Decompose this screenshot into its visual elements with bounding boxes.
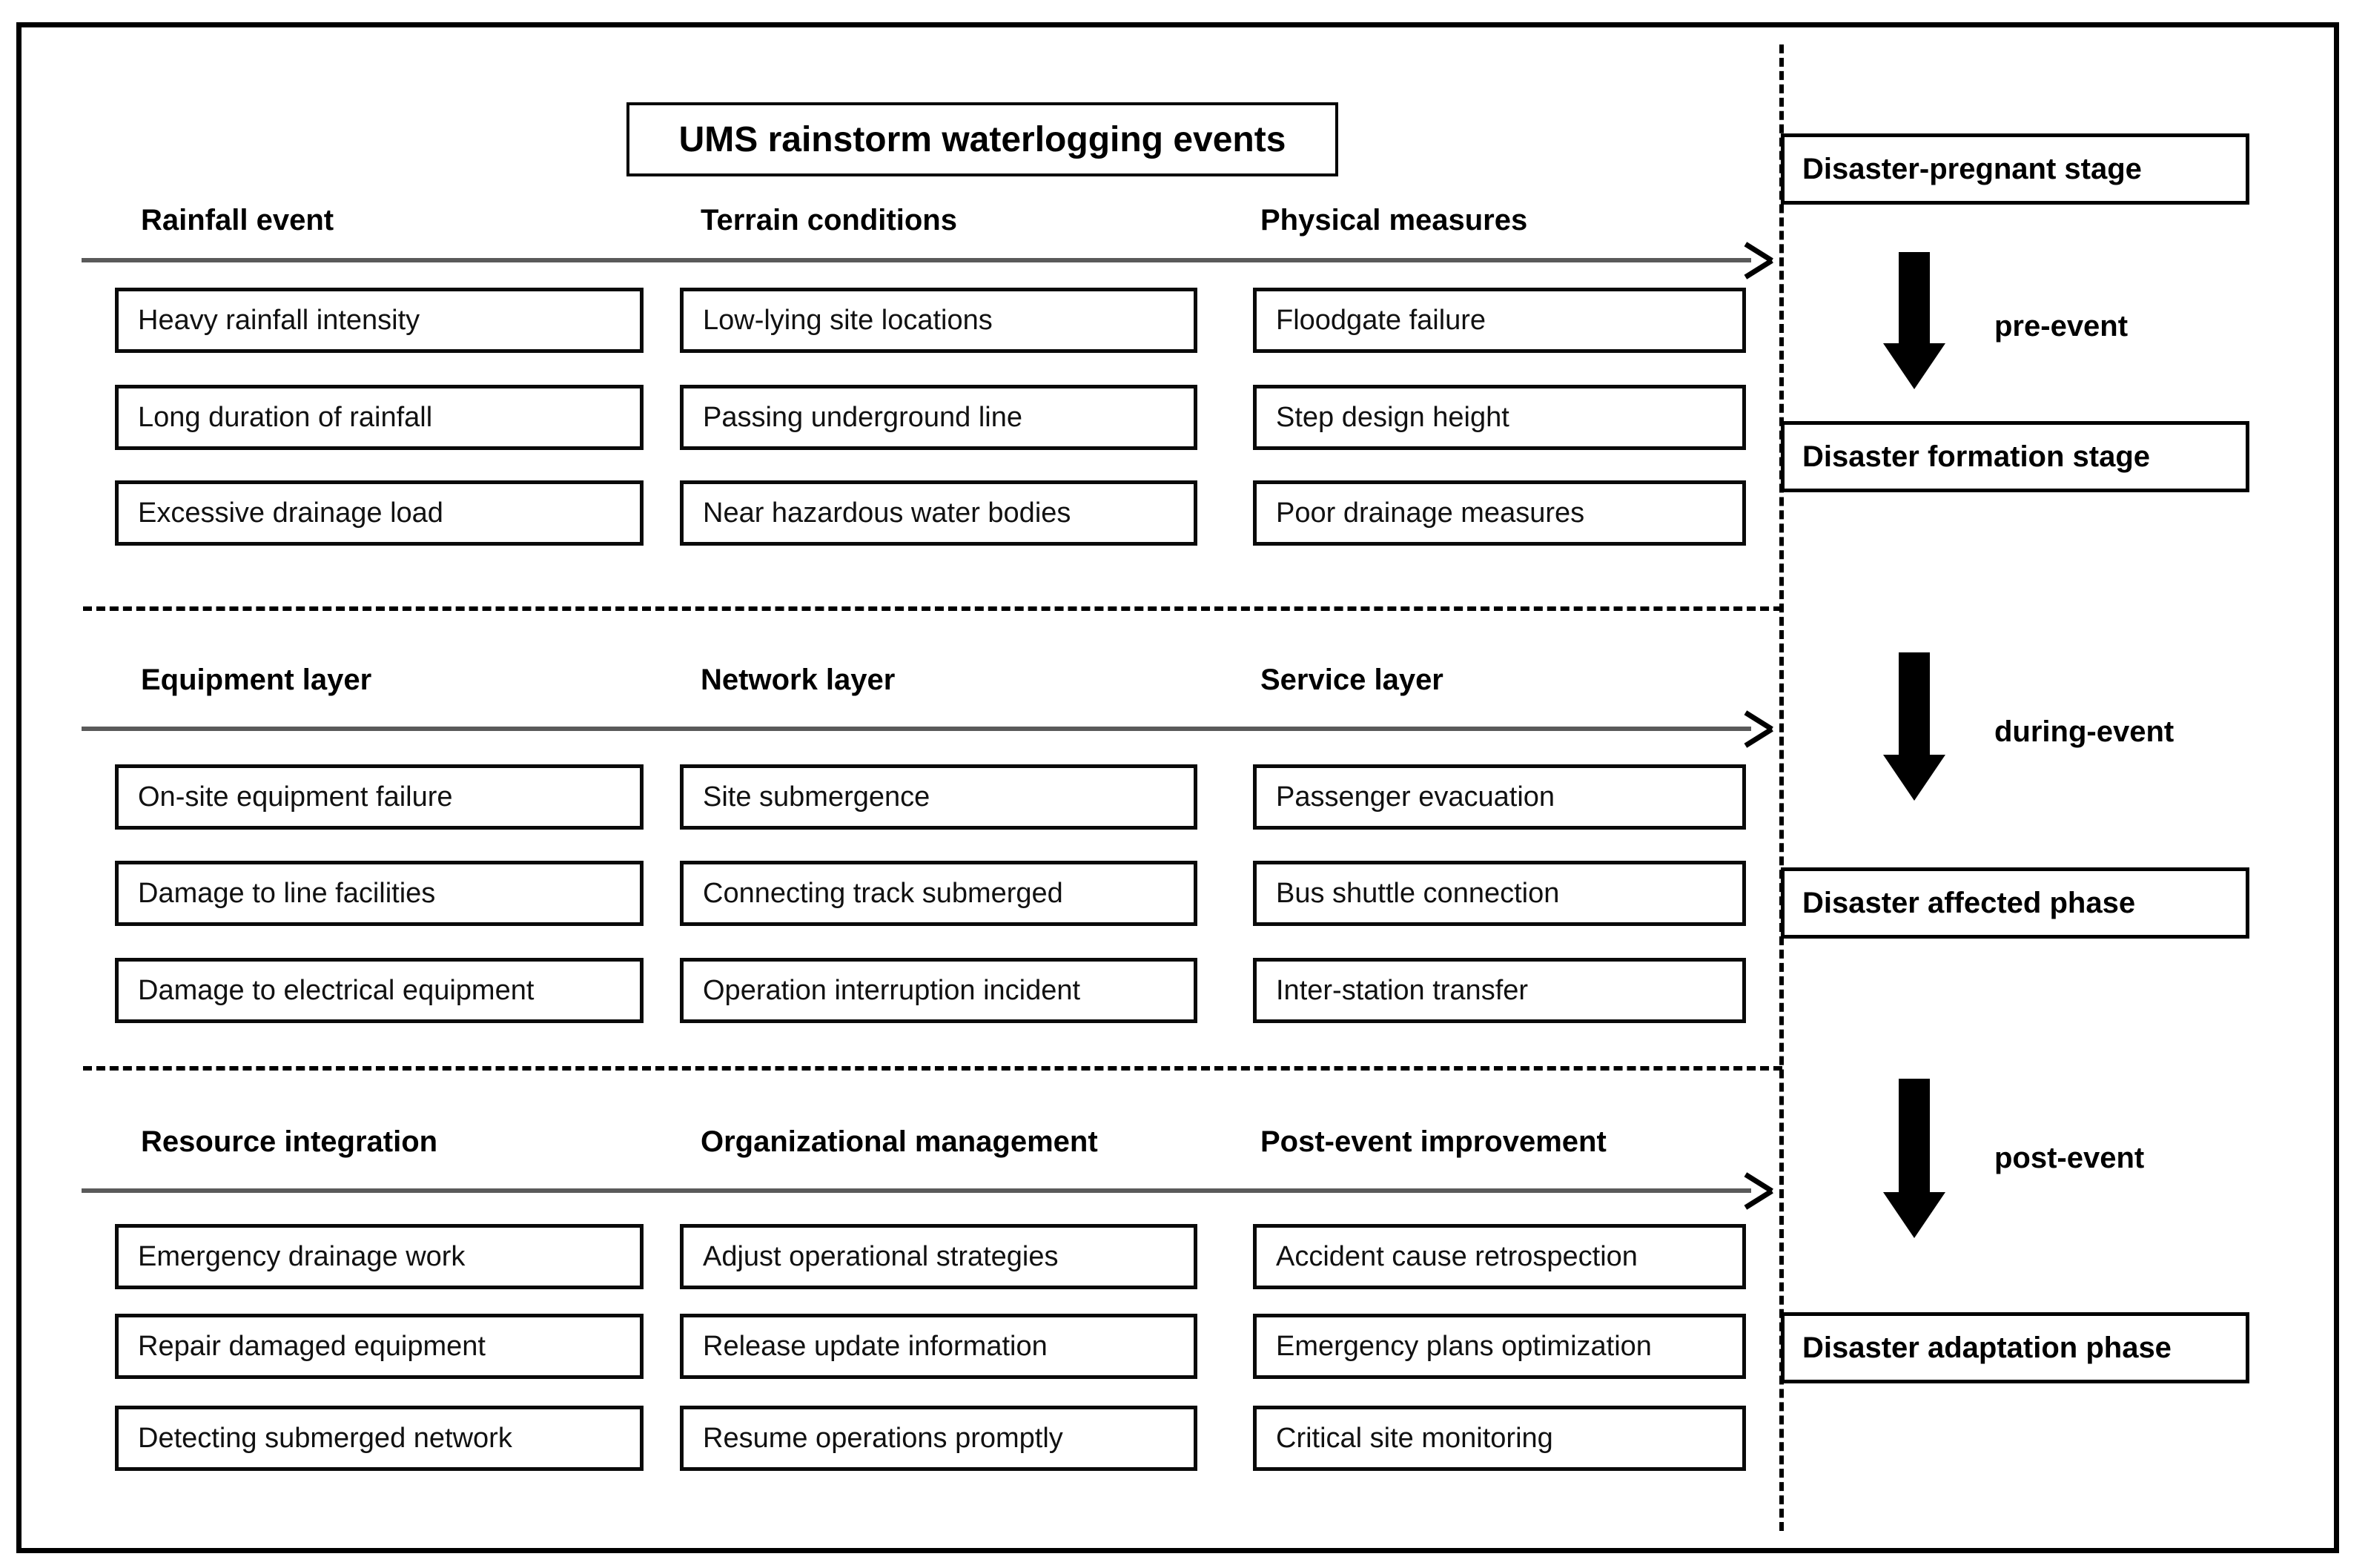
stage-box-disaster-adaptation[interactable]: Disaster adaptation phase <box>1781 1312 2249 1383</box>
item-label: Heavy rainfall intensity <box>138 304 420 336</box>
item-box[interactable]: Heavy rainfall intensity <box>115 288 644 353</box>
item-label: Damage to electrical equipment <box>138 974 535 1006</box>
item-label: Accident cause retrospection <box>1276 1240 1638 1272</box>
column-header-organizational-management: Organizational management <box>701 1125 1098 1158</box>
item-label: On-site equipment failure <box>138 781 453 813</box>
item-box[interactable]: Connecting track submerged <box>680 861 1197 926</box>
item-box[interactable]: Damage to line facilities <box>115 861 644 926</box>
phase-label-post-event: post-event <box>1994 1142 2145 1174</box>
arrow-head-icon <box>1741 709 1779 747</box>
column-header-post-event-improvement: Post-event improvement <box>1260 1125 1607 1158</box>
arrow-shaft <box>82 1188 1751 1193</box>
item-label: Adjust operational strategies <box>703 1240 1059 1272</box>
item-box[interactable]: Emergency drainage work <box>115 1224 644 1289</box>
item-box[interactable]: Passenger evacuation <box>1253 764 1746 830</box>
arrow-shaft <box>1899 652 1930 755</box>
item-label: Floodgate failure <box>1276 304 1486 336</box>
item-box[interactable]: Operation interruption incident <box>680 958 1197 1023</box>
stage-label: Disaster affected phase <box>1802 886 2136 919</box>
item-label: Step design height <box>1276 401 1509 433</box>
item-label: Near hazardous water bodies <box>703 497 1071 529</box>
column-header-physical-measures: Physical measures <box>1260 204 1528 236</box>
vertical-dashed-divider <box>1779 44 1784 1531</box>
item-box[interactable]: Repair damaged equipment <box>115 1314 644 1379</box>
column-header-terrain-conditions: Terrain conditions <box>701 204 957 236</box>
item-label: Release update information <box>703 1330 1048 1362</box>
page-title: UMS rainstorm waterlogging events <box>678 119 1286 159</box>
item-box[interactable]: Near hazardous water bodies <box>680 480 1197 546</box>
stage-label: Disaster formation stage <box>1802 440 2151 473</box>
column-header-resource-integration: Resource integration <box>141 1125 438 1158</box>
item-box[interactable]: Critical site monitoring <box>1253 1406 1746 1471</box>
item-box[interactable]: Detecting submerged network <box>115 1406 644 1471</box>
item-box[interactable]: Site submergence <box>680 764 1197 830</box>
column-header-service-layer: Service layer <box>1260 664 1443 696</box>
item-box[interactable]: Resume operations promptly <box>680 1406 1197 1471</box>
item-label: Resume operations promptly <box>703 1422 1063 1454</box>
item-box[interactable]: Long duration of rainfall <box>115 385 644 450</box>
item-box[interactable]: Excessive drainage load <box>115 480 644 546</box>
arrow-shaft <box>82 727 1751 731</box>
stage-label: Disaster adaptation phase <box>1802 1331 2172 1364</box>
item-box[interactable]: Damage to electrical equipment <box>115 958 644 1023</box>
item-label: Operation interruption incident <box>703 974 1081 1006</box>
item-label: Damage to line facilities <box>138 877 436 909</box>
column-header-equipment-layer: Equipment layer <box>141 664 372 696</box>
outer-frame <box>16 22 2339 1553</box>
section-flow-arrow-post-event <box>82 1186 1778 1193</box>
item-box[interactable]: Poor drainage measures <box>1253 480 1746 546</box>
item-label: Passenger evacuation <box>1276 781 1555 813</box>
section-divider-2 <box>83 1066 1782 1071</box>
item-box[interactable]: Release update information <box>680 1314 1197 1379</box>
item-box[interactable]: Passing underground line <box>680 385 1197 450</box>
arrow-shaft <box>1899 1079 1930 1192</box>
stage-box-disaster-affected[interactable]: Disaster affected phase <box>1781 867 2249 939</box>
stage-label: Disaster-pregnant stage <box>1802 152 2142 185</box>
item-label: Connecting track submerged <box>703 877 1063 909</box>
item-box[interactable]: Floodgate failure <box>1253 288 1746 353</box>
item-label: Long duration of rainfall <box>138 401 433 433</box>
item-label: Low-lying site locations <box>703 304 993 336</box>
item-label: Emergency plans optimization <box>1276 1330 1652 1362</box>
item-box[interactable]: Step design height <box>1253 385 1746 450</box>
phase-label-during-event: during-event <box>1994 715 2174 748</box>
item-label: Repair damaged equipment <box>138 1330 486 1362</box>
arrow-head-icon <box>1883 343 1945 389</box>
down-arrow-post-event-icon <box>1883 1079 1945 1238</box>
phase-label-pre-event: pre-event <box>1994 310 2129 343</box>
item-box[interactable]: Accident cause retrospection <box>1253 1224 1746 1289</box>
section-flow-arrow-during-event <box>82 724 1778 731</box>
arrow-head-icon <box>1883 1192 1945 1238</box>
arrow-shaft <box>82 258 1751 262</box>
item-label: Inter-station transfer <box>1276 974 1529 1006</box>
down-arrow-during-event-icon <box>1883 652 1945 801</box>
stage-box-disaster-pregnant[interactable]: Disaster-pregnant stage <box>1781 133 2249 205</box>
section-divider-1 <box>83 606 1782 611</box>
item-label: Critical site monitoring <box>1276 1422 1553 1454</box>
item-box[interactable]: Emergency plans optimization <box>1253 1314 1746 1379</box>
diagram-title-box: UMS rainstorm waterlogging events <box>626 102 1338 176</box>
item-box[interactable]: Low-lying site locations <box>680 288 1197 353</box>
item-label: Detecting submerged network <box>138 1422 512 1454</box>
item-box[interactable]: Adjust operational strategies <box>680 1224 1197 1289</box>
item-box[interactable]: Bus shuttle connection <box>1253 861 1746 926</box>
arrow-head-icon <box>1741 240 1779 279</box>
item-label: Site submergence <box>703 781 930 813</box>
arrow-head-icon <box>1741 1171 1779 1209</box>
item-label: Poor drainage measures <box>1276 497 1585 529</box>
section-flow-arrow-pre-event <box>82 256 1778 262</box>
item-label: Emergency drainage work <box>138 1240 466 1272</box>
arrow-head-icon <box>1883 755 1945 801</box>
arrow-shaft <box>1899 252 1930 343</box>
down-arrow-pre-event-icon <box>1883 252 1945 389</box>
column-header-network-layer: Network layer <box>701 664 896 696</box>
item-box[interactable]: Inter-station transfer <box>1253 958 1746 1023</box>
stage-box-disaster-formation[interactable]: Disaster formation stage <box>1781 421 2249 492</box>
item-box[interactable]: On-site equipment failure <box>115 764 644 830</box>
item-label: Excessive drainage load <box>138 497 443 529</box>
item-label: Passing underground line <box>703 401 1022 433</box>
item-label: Bus shuttle connection <box>1276 877 1560 909</box>
column-header-rainfall-event: Rainfall event <box>141 204 334 236</box>
